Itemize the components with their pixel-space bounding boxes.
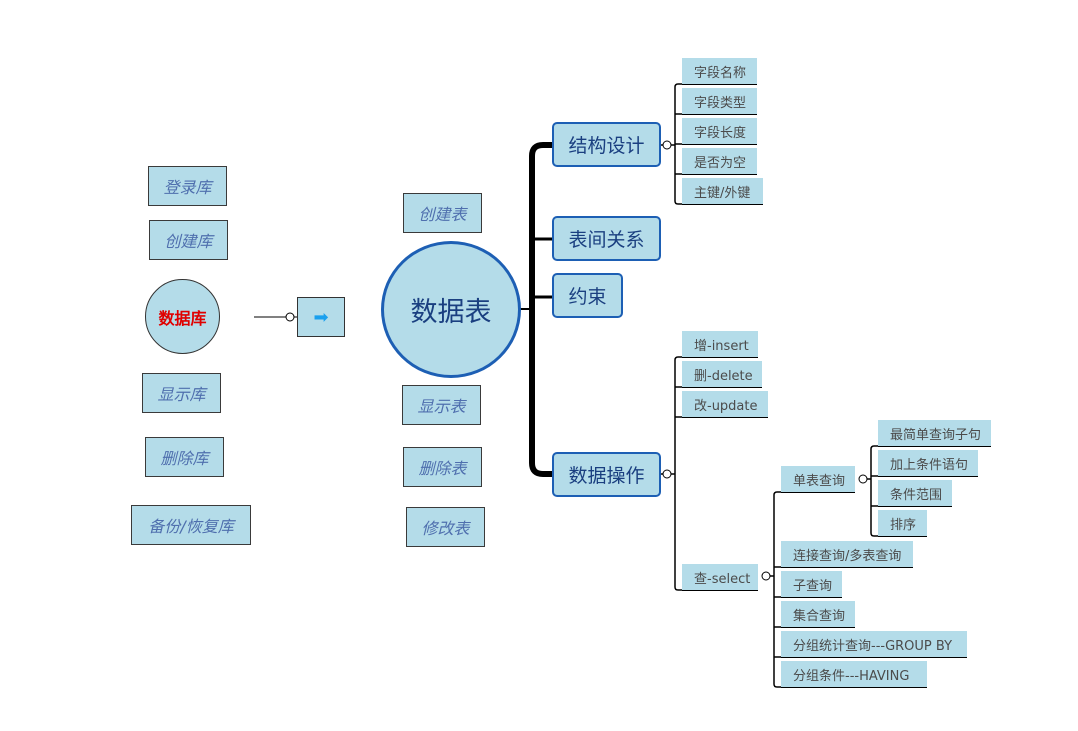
leaf-primary-foreign-key[interactable]: 主键/外键 (682, 178, 763, 204)
table-node[interactable]: 数据表 (381, 241, 521, 378)
collapse-toggle (285, 312, 295, 322)
table-op-create[interactable]: 创建表 (403, 193, 482, 233)
leaf-where-clause[interactable]: 加上条件语句 (878, 450, 978, 476)
collapse-toggle (662, 140, 672, 150)
leaf-join-query[interactable]: 连接查询/多表查询 (781, 541, 913, 567)
leaf-update[interactable]: 改-update (682, 391, 768, 417)
leaf-simple-select-clause[interactable]: 最简单查询子句 (878, 420, 991, 446)
db-op-login[interactable]: 登录库 (148, 166, 227, 206)
table-op-delete[interactable]: 删除表 (403, 447, 482, 487)
leaf-nullable[interactable]: 是否为空 (682, 148, 757, 174)
leaf-condition-range[interactable]: 条件范围 (878, 480, 952, 506)
leaf-field-type[interactable]: 字段类型 (682, 88, 757, 114)
leaf-set-query[interactable]: 集合查询 (781, 601, 855, 627)
leaf-delete[interactable]: 删-delete (682, 361, 762, 387)
collapse-toggle (858, 474, 868, 484)
db-op-show[interactable]: 显示库 (142, 373, 221, 413)
table-op-show[interactable]: 显示表 (402, 385, 481, 425)
collapse-toggle (662, 469, 672, 479)
branch-structure-design[interactable]: 结构设计 (552, 122, 661, 167)
leaf-insert[interactable]: 增-insert (682, 331, 758, 357)
leaf-having[interactable]: 分组条件---HAVING (781, 661, 927, 687)
leaf-select[interactable]: 查-select (682, 564, 758, 590)
branch-constraints[interactable]: 约束 (552, 273, 623, 318)
db-op-delete[interactable]: 删除库 (145, 437, 224, 477)
leaf-single-table-query[interactable]: 单表查询 (781, 466, 855, 492)
arrow-icon: ➡ (297, 297, 345, 337)
leaf-field-name[interactable]: 字段名称 (682, 58, 757, 84)
leaf-subquery[interactable]: 子查询 (781, 571, 842, 597)
db-op-create[interactable]: 创建库 (149, 220, 228, 260)
branch-data-operations[interactable]: 数据操作 (552, 452, 661, 497)
leaf-group-by[interactable]: 分组统计查询---GROUP BY (781, 631, 967, 657)
leaf-field-length[interactable]: 字段长度 (682, 118, 757, 144)
leaf-order-by[interactable]: 排序 (878, 510, 927, 536)
table-op-alter[interactable]: 修改表 (406, 507, 485, 547)
branch-table-relations[interactable]: 表间关系 (552, 216, 661, 261)
db-op-backup-restore[interactable]: 备份/恢复库 (131, 505, 251, 545)
database-node[interactable]: 数据库 (145, 279, 220, 354)
collapse-toggle (761, 571, 771, 581)
